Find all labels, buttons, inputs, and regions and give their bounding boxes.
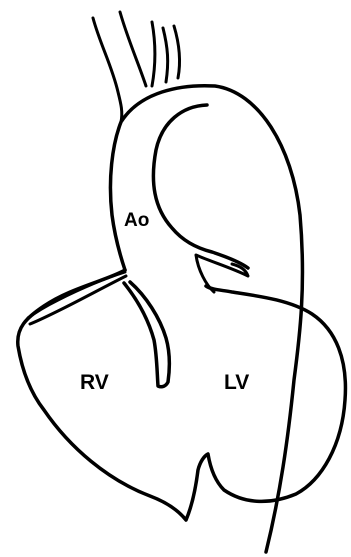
aortic-valve [196,255,248,292]
vessel-right-wall [174,26,180,78]
vessel-inner-wall-1 [152,22,155,86]
aorta-inner-wall [153,105,248,268]
rv-outflow-wall-lower [30,276,126,324]
label-right-ventricle: RV [80,372,109,393]
vessel-left-wall [93,18,122,122]
label-left-ventricle: LV [224,372,249,393]
interventricular-septum [124,282,169,387]
rv-outflow-wall-upper [28,272,125,318]
vessel-inner-wall-2 [163,28,168,82]
label-aorta: Ao [124,211,149,230]
vessel-mid-wall [120,12,146,86]
aorta-outer-wall [110,86,302,552]
